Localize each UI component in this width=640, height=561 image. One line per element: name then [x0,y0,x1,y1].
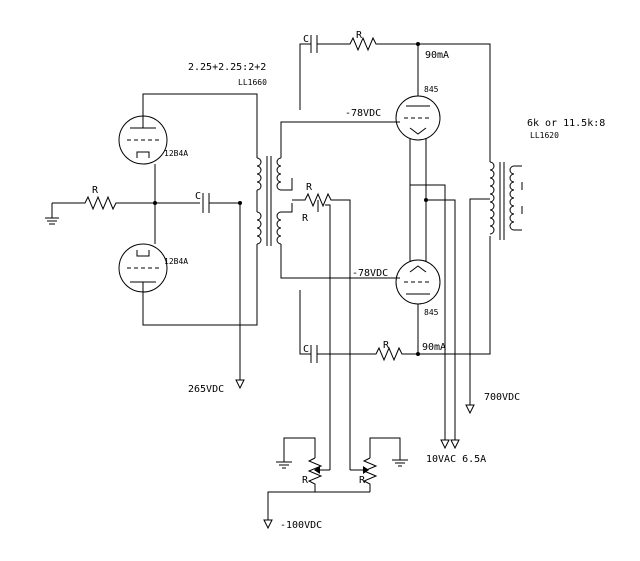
wire-heater-b [426,199,456,440]
node-bottom [416,352,420,356]
resistor-bias-a-label: R [306,182,313,193]
heater-label: 10VAC 6.5A [426,454,486,465]
wire-fb-top-left [299,43,311,110]
resistor-bottom-label: R [383,340,390,351]
input-transformer [256,156,282,246]
current-bottom-label: 90mA [422,342,446,353]
resistor-top-label: R [356,30,363,41]
tube-12b4a-top [118,115,168,165]
wire-ct-b [281,203,293,213]
resistor-bottom [317,236,491,362]
wire-heater-a [410,184,446,440]
arrow-heater-a [440,439,450,450]
capacitor-input [202,193,240,213]
tube-845-bottom [395,259,441,305]
capacitor-input-label: C [195,191,201,202]
pwr-tube-top-label: 845 [424,85,439,94]
wire-top-plate [142,93,258,158]
ground-input [45,203,59,225]
wire-grid-bottom [280,244,400,279]
pwr-tube-bottom-label: 845 [424,308,439,317]
tube-845-top [395,95,441,141]
supply-700-label: 700VDC [484,392,520,403]
wire-bias-b [325,204,331,470]
tube-12b4a-bottom [118,243,168,293]
pot-left-label: R [302,475,309,486]
bias-top-label: -78VDC [345,108,381,119]
bias-bottom-label: -78VDC [352,268,388,279]
resistor-bias-b-label: R [302,213,309,224]
capacitor-bottom-label: C [303,344,309,355]
tube-top-label: 12B4A [164,149,188,158]
pot-right [350,437,401,492]
arrow-700 [465,404,475,415]
current-top-label: 90mA [425,50,449,61]
resistor-top [317,36,491,162]
resistor-input-label: R [92,185,99,196]
arrow-neg100 [263,519,273,530]
arrow-265 [235,379,245,390]
capacitor-top [310,35,318,53]
input-xfmr-ratio: 2.25+2.25:2+2 [188,62,266,73]
node-input [153,201,157,205]
input-xfmr-model: LL1660 [238,78,267,87]
ground-pot-right [392,459,408,467]
capacitor-top-label: C [303,34,309,45]
pot-left [283,437,330,492]
tube-bottom-label: 12B4A [164,257,188,266]
resistor-bias-a [292,192,351,470]
node-heater [424,198,428,202]
output-transformer [489,161,523,240]
resistor-input [52,195,200,211]
pot-right-label: R [359,475,366,486]
output-xfmr-model: LL1620 [530,131,559,140]
ground-pot-left [276,461,292,469]
wire-700 [469,198,490,405]
capacitor-bottom [310,345,318,363]
arrow-heater-b [450,439,460,450]
wire-neg100 [267,491,315,520]
wire-fb-bottom-left [299,290,311,355]
wire-grid-top [280,121,400,158]
wire-ct-a [281,178,293,191]
output-xfmr-ratio: 6k or 11.5k:8 [527,118,605,129]
supply-265-label: 265VDC [188,384,224,395]
supply-neg100-label: -100VDC [280,520,322,531]
wire-bottom-plate [142,244,258,326]
